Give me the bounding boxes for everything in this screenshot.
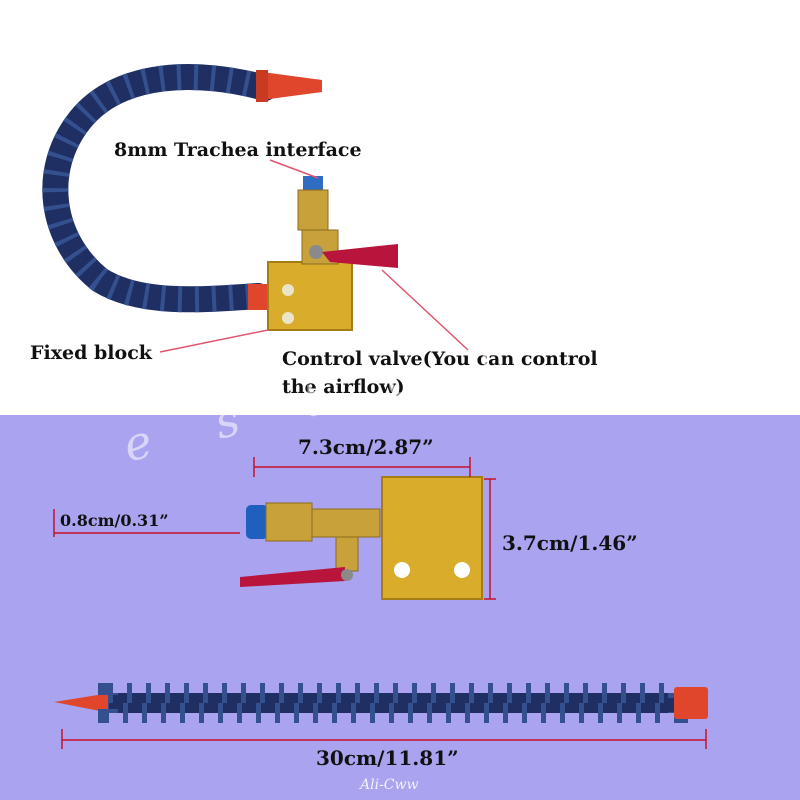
nozzle-collar [256,70,268,102]
hose-icon [42,64,278,313]
block-icon [381,476,483,600]
valve-icon [240,502,381,587]
nozzle-icon [262,72,322,100]
nozzle-icon [54,693,110,713]
dimension-block-height: 3.7cm/1.46” [502,531,638,555]
coolant-hose-assembly-illustration [42,64,469,353]
label-control-valve-line2: the airflow) [282,376,405,398]
leader-line-trachea [269,159,319,179]
leader-line-valve [381,269,469,351]
label-trachea-interface: 8mm Trachea interface [114,139,362,161]
label-fixed-block: Fixed block [30,342,152,364]
dimension-illustration [53,457,708,749]
bottom-dimension-diagram: 7.3cm/2.87” 0.8cm/0.31” 3.7cm/1.46” 30cm… [0,415,800,800]
footer-watermark: Ali-Cww [360,777,419,793]
top-product-photo: 8mm Trachea interface Fixed block Contro… [30,64,598,398]
dimension-hose-length: 30cm/11.81” [316,746,459,770]
hose-icon [54,683,708,723]
dimension-fitting-diameter: 0.8cm/0.31” [60,511,169,530]
leader-line-block [159,329,269,353]
valve-icon [297,176,398,268]
dimension-valve-length: 7.3cm/2.87” [298,435,434,459]
label-control-valve-line1: Control valve(You can control [282,348,598,370]
block-icon [267,261,353,331]
dimension-lines [53,457,707,749]
